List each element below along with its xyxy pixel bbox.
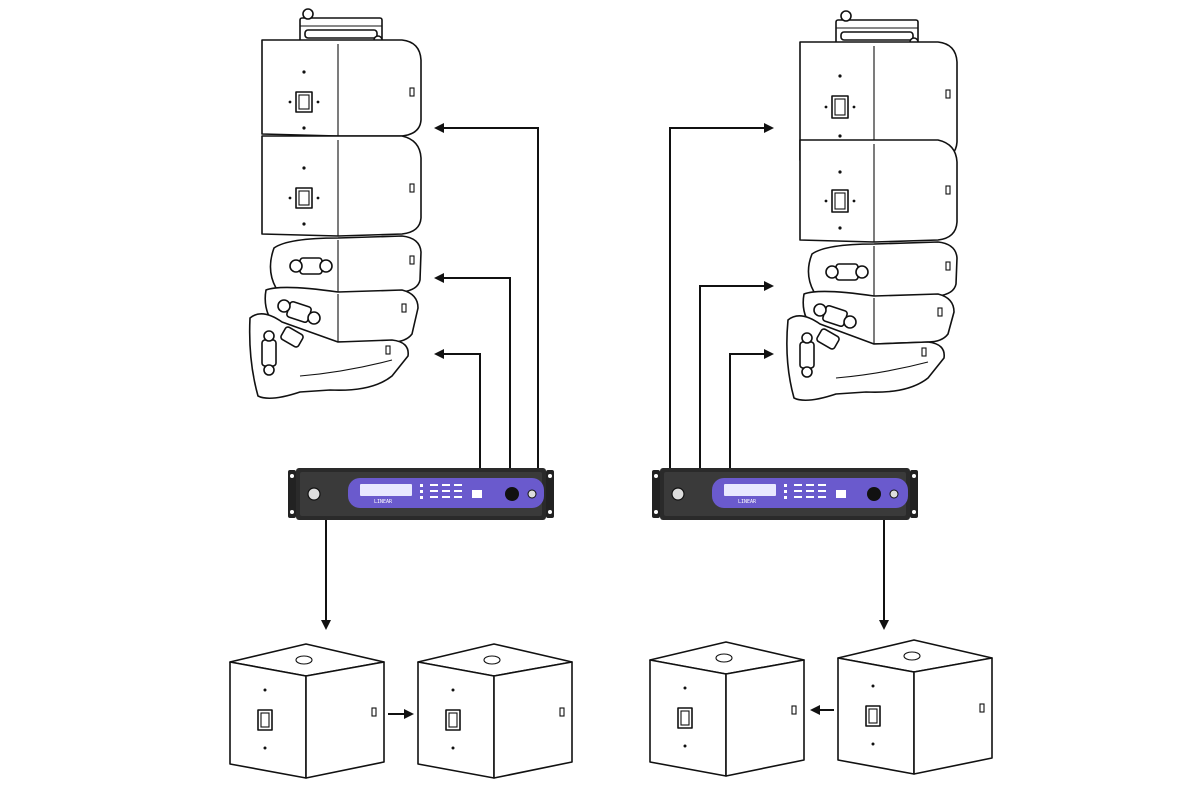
amplifier-badge: LINEAR bbox=[374, 499, 393, 505]
line-array-module bbox=[802, 290, 955, 345]
line-array-right bbox=[786, 10, 958, 402]
line-array-module bbox=[786, 315, 945, 402]
amplifier-left: LINEAR bbox=[288, 468, 554, 520]
rigging-frame-left bbox=[299, 8, 383, 45]
rigging-frame-right bbox=[835, 10, 919, 47]
line-array-module bbox=[807, 241, 958, 300]
left-system: LINEAR bbox=[229, 8, 573, 779]
line-array-module bbox=[261, 39, 422, 137]
wires-amp-to-array-right bbox=[669, 123, 774, 468]
line-array-module bbox=[269, 235, 422, 296]
wires-amp-to-array-left bbox=[434, 123, 539, 468]
subwoofer-left-1 bbox=[229, 643, 385, 779]
line-array-left bbox=[248, 8, 422, 400]
line-array-module bbox=[264, 286, 419, 343]
line-array-module bbox=[261, 135, 422, 237]
right-system: LINEAR bbox=[649, 10, 993, 777]
line-array-module bbox=[248, 313, 409, 400]
line-array-module bbox=[799, 139, 958, 243]
subwoofer-left-2 bbox=[417, 643, 573, 779]
amplifier-badge: LINEAR bbox=[738, 499, 757, 505]
amplifier-right: LINEAR bbox=[652, 468, 918, 520]
subwoofer-right-1 bbox=[649, 641, 805, 777]
subwoofer-right-2 bbox=[837, 639, 993, 775]
